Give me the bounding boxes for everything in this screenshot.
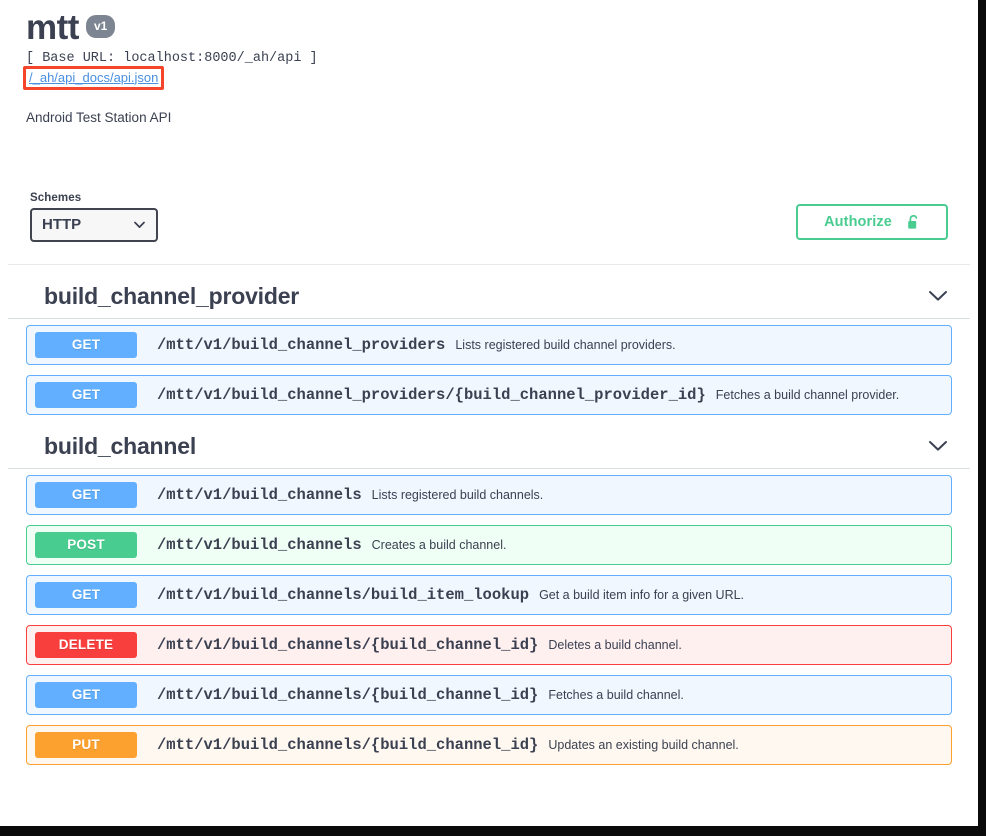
operation-row[interactable]: GET/mtt/v1/build_channels/{build_channel… [26,674,952,715]
tag-header-build_channel[interactable]: build_channel [8,425,970,469]
window-right-edge [978,0,986,836]
http-method-badge: DELETE [35,631,137,658]
tag-header-build_channel_provider[interactable]: build_channel_provider [8,275,970,319]
operation-row[interactable]: DELETE/mtt/v1/build_channels/{build_chan… [26,624,952,665]
operation-row[interactable]: GET/mtt/v1/build_channel_providers/{buil… [26,374,952,415]
http-method-badge: GET [35,331,137,358]
unlocked-padlock-icon [906,214,920,230]
operation-row[interactable]: GET/mtt/v1/build_channels Lists registere… [26,474,952,515]
scheme-select[interactable]: HTTP [30,207,158,242]
api-spec-link[interactable]: /_ah/api_docs/api.json [29,69,159,85]
schemes-group: Schemes HTTP [30,192,158,242]
operation-path: /mtt/v1/build_channels [157,485,362,504]
operation-row[interactable]: GET/mtt/v1/build_channel_providers Lists … [26,324,952,365]
http-method-badge: PUT [35,731,137,758]
operation-summary: Deletes a build channel. [548,637,682,652]
operation-summary: Lists registered build channels. [371,487,544,502]
operation-path: /mtt/v1/build_channels [157,535,362,554]
operation-row[interactable]: PUT/mtt/v1/build_channels/{build_channel… [26,724,952,765]
http-method-badge: POST [35,531,137,558]
operation-row[interactable]: GET/mtt/v1/build_channels/build_item_loo… [26,574,952,615]
operation-summary: Updates an existing build channel. [548,737,739,752]
operation-path: /mtt/v1/build_channels/{build_channel_id… [157,635,539,654]
tag-name: build_channel [44,432,197,459]
operation-path: /mtt/v1/build_channels/{build_channel_id… [157,735,539,754]
operation-path: /mtt/v1/build_channel_providers/{build_c… [157,385,706,404]
operation-path: /mtt/v1/build_channels/build_item_lookup [157,585,530,604]
operation-summary: Lists registered build channel providers… [455,337,676,352]
http-method-badge: GET [35,381,137,408]
chevron-down-icon[interactable] [928,440,948,452]
api-title-row: mtt v1 [26,8,978,47]
authorize-button-label: Authorize [824,213,892,230]
operation-summary: Fetches a build channel. [548,687,684,702]
operation-list: GET/mtt/v1/build_channel_providers Lists … [0,324,978,415]
schemes-label: Schemes [30,191,82,204]
window-bottom-edge [0,826,986,836]
operation-list: GET/mtt/v1/build_channels Lists registere… [0,474,978,765]
operation-path: /mtt/v1/build_channels/{build_channel_id… [157,685,539,704]
api-description: Android Test Station API [26,109,172,125]
api-info-block: mtt v1 [ Base URL: localhost:8000/_ah/ap… [0,0,978,128]
http-method-badge: GET [35,581,137,608]
operation-summary: Creates a build channel. [371,537,507,552]
page-title: mtt [26,8,79,47]
base-url: [ Base URL: localhost:8000/_ah/api ] [26,50,318,66]
operation-row[interactable]: POST/mtt/v1/build_channels Creates a buil… [26,524,952,565]
chevron-down-icon[interactable] [928,290,948,302]
authorize-button[interactable]: Authorize [796,203,948,240]
http-method-badge: GET [35,481,137,508]
tag-name: build_channel_provider [44,282,300,309]
operation-summary: Fetches a build channel provider. [715,387,900,402]
chevron-down-icon [134,221,145,228]
api-version-badge: v1 [85,15,116,38]
http-method-badge: GET [35,681,137,708]
operation-path: /mtt/v1/build_channel_providers [157,335,446,354]
scheme-bar: Schemes HTTP Authorize [8,173,970,265]
spec-link-wrapper: /_ah/api_docs/api.json [23,65,165,90]
operation-summary: Get a build item info for a given URL. [539,587,745,602]
scheme-selected-value: HTTP [42,216,82,234]
